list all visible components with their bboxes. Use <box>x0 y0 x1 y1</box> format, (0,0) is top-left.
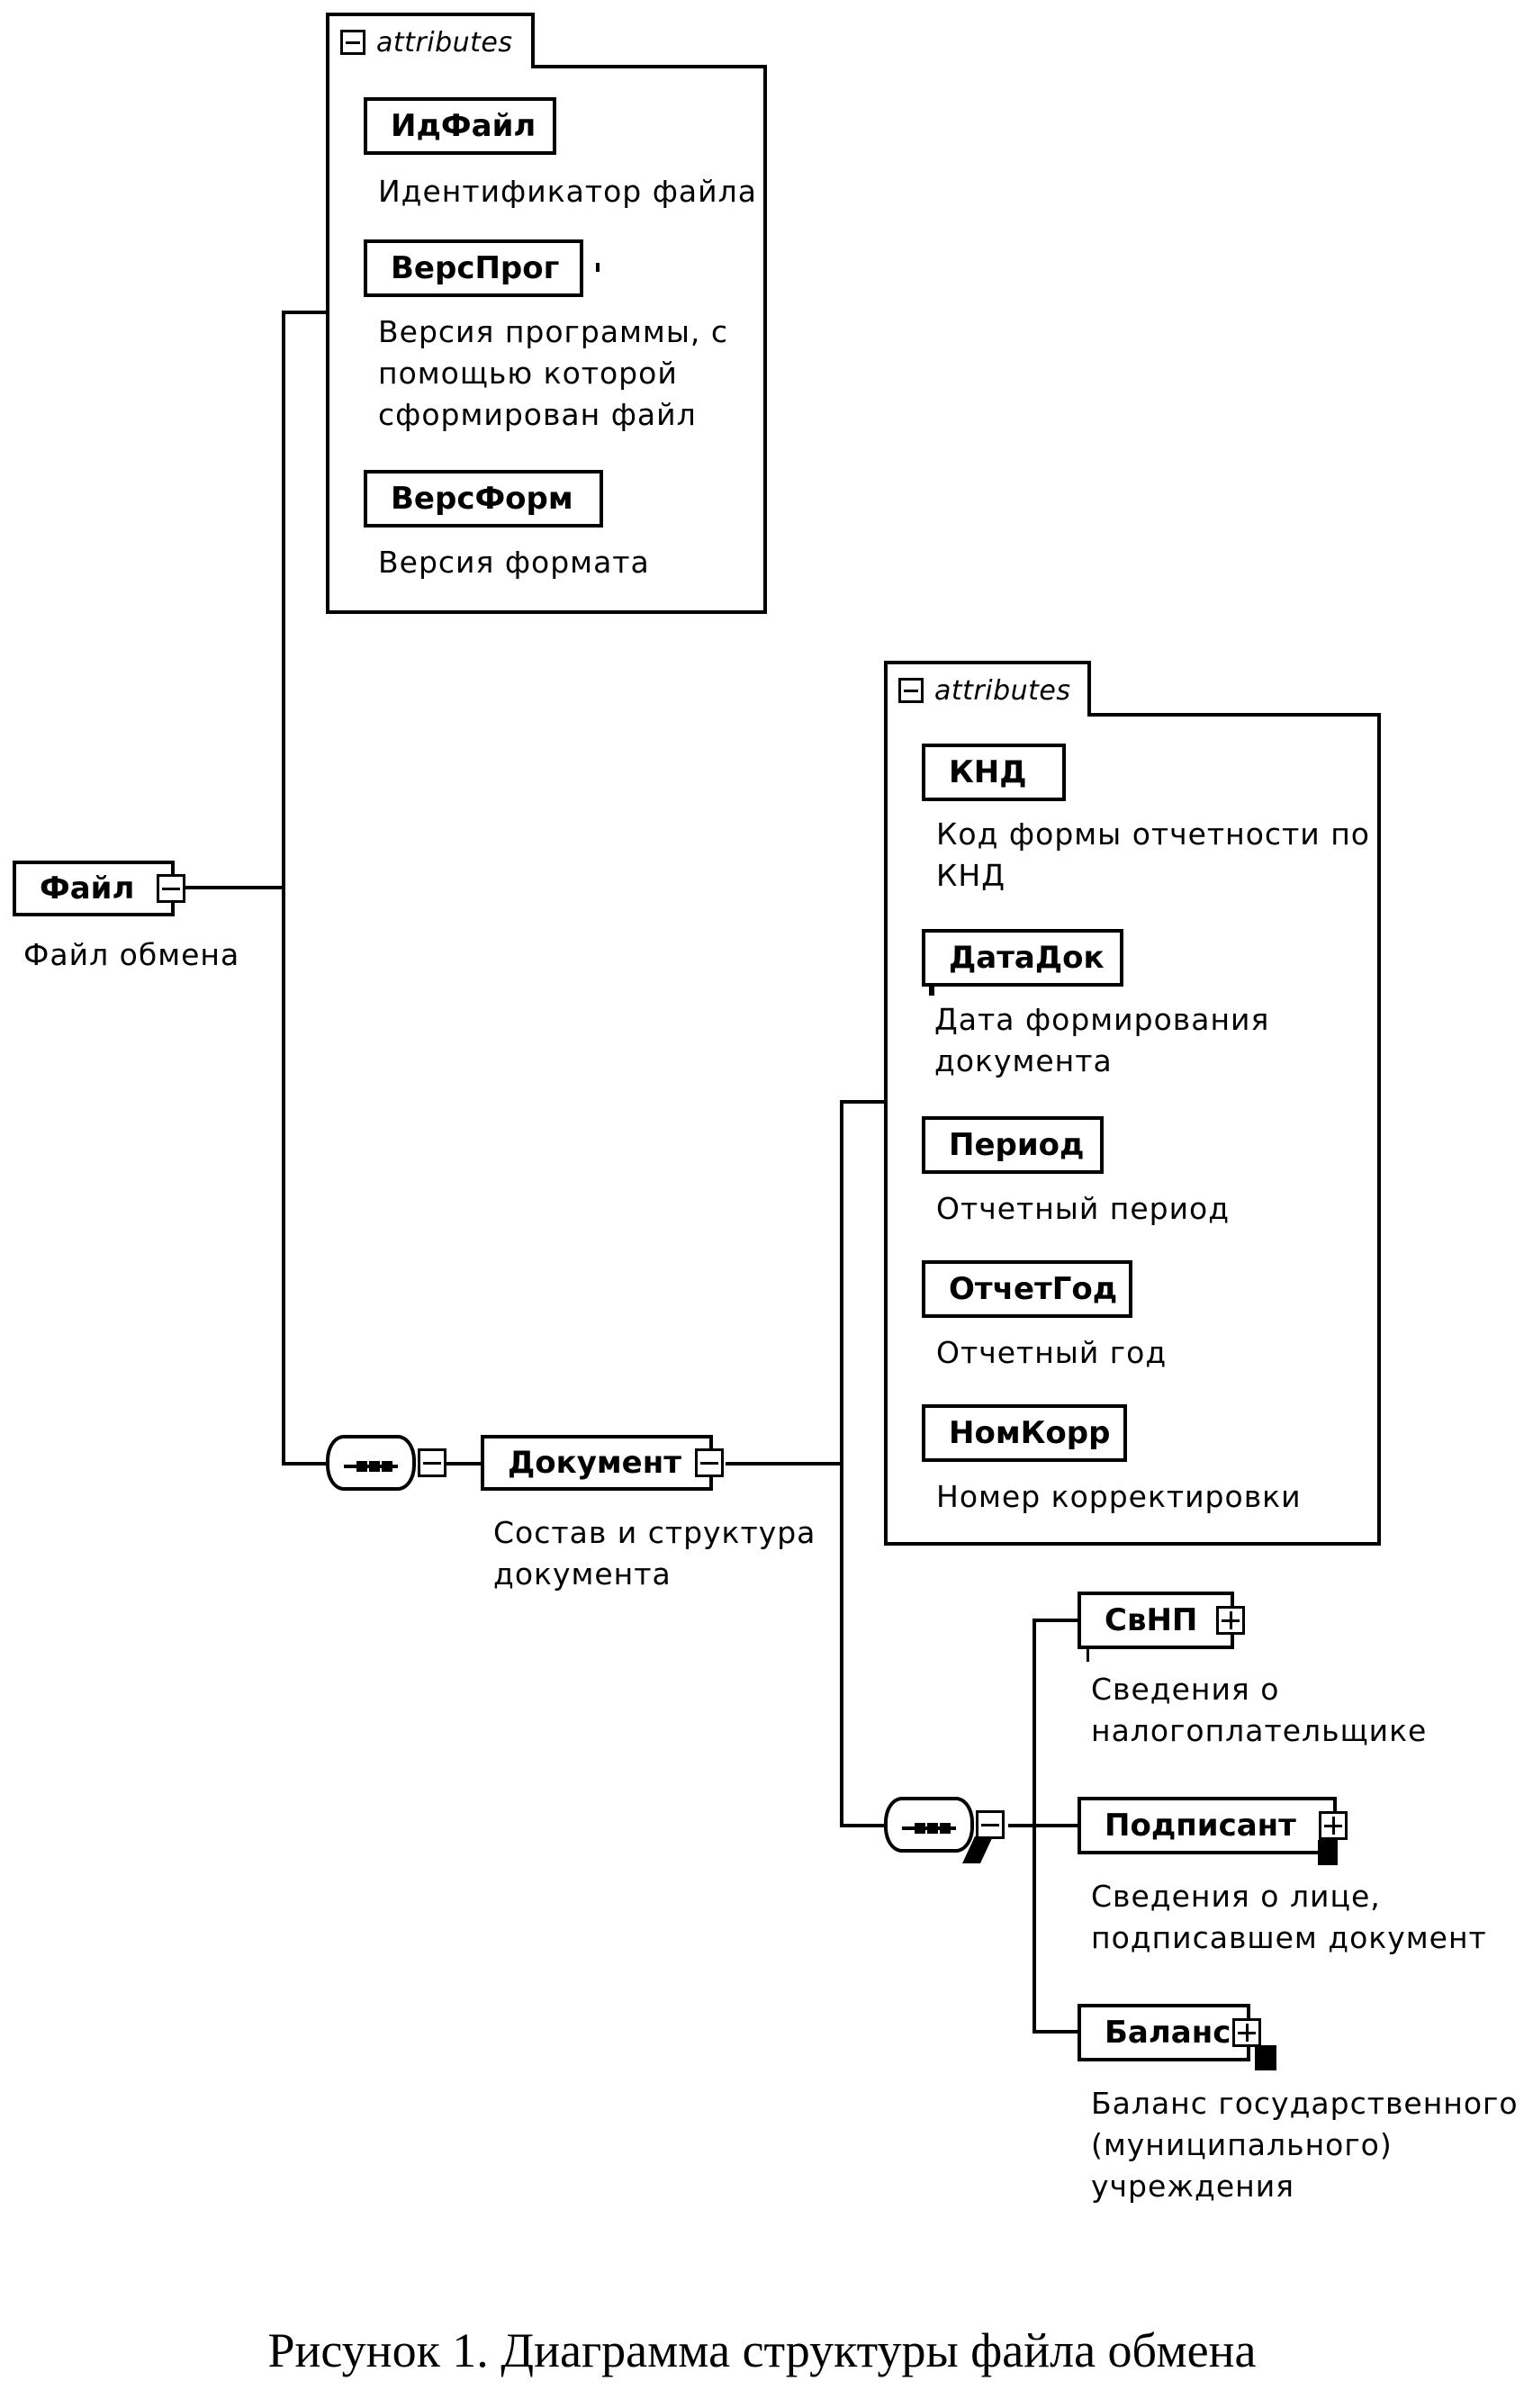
element-document[interactable]: Документ <box>481 1435 724 1491</box>
optional-marker-icon <box>596 263 600 272</box>
expand-icon[interactable] <box>1232 2018 1261 2047</box>
element-document-description: Состав и структура документа <box>493 1515 816 1592</box>
collapse-icon[interactable] <box>418 1448 446 1477</box>
element-svnp-label: СвНП <box>1105 1602 1198 1638</box>
figure-caption: Рисунок 1. Диаграмма структуры файла обм… <box>267 2323 1257 2377</box>
attribute-idfile[interactable]: ИдФайл <box>364 97 556 155</box>
attribute-period-description: Отчетный период <box>936 1191 1231 1226</box>
element-balans-label: Баланс <box>1105 2015 1231 2051</box>
sequence-compositor-1[interactable] <box>326 1435 446 1491</box>
connector-root-attributes <box>282 311 328 314</box>
element-root-file[interactable]: Файл <box>13 861 185 916</box>
attributes-tab-label: attributes <box>934 674 1071 707</box>
connector-document-attributes <box>840 1100 886 1104</box>
attribute-nomkorr[interactable]: НомКорр <box>922 1404 1127 1462</box>
connector-sequence-document <box>446 1462 482 1466</box>
connector-document-vertical <box>840 1100 843 1827</box>
collapse-icon[interactable] <box>340 30 365 55</box>
element-podpisant-description: Сведения о лице, подписавшем документ <box>1091 1879 1487 1955</box>
attribute-label: ДатаДок <box>949 940 1105 976</box>
multiplicity-marker-icon <box>1255 2045 1276 2070</box>
element-podpisant[interactable]: Подписант <box>1078 1797 1348 1854</box>
attribute-label: ВерсПрог <box>391 250 560 286</box>
attribute-period[interactable]: Период <box>922 1116 1104 1174</box>
expand-icon[interactable] <box>1319 1811 1348 1840</box>
multiplicity-marker-icon <box>1318 1840 1338 1865</box>
collapse-icon[interactable] <box>695 1448 724 1477</box>
element-document-label: Документ <box>508 1445 681 1481</box>
attribute-knd-description: Код формы отчетности по КНД <box>936 816 1370 893</box>
attribute-otchetgod[interactable]: ОтчетГод <box>922 1260 1132 1318</box>
attribute-versform[interactable]: ВерсФорм <box>364 470 603 528</box>
collapse-icon[interactable] <box>157 874 185 903</box>
element-root-file-description: Файл обмена <box>23 937 240 972</box>
attribute-label: КНД <box>949 754 1027 790</box>
attribute-versprog[interactable]: ВерсПрог <box>364 239 583 297</box>
attribute-label: ИдФайл <box>391 108 537 144</box>
sequence-compositor-2[interactable] <box>884 1797 1005 1853</box>
connector-root-sequence <box>282 1462 328 1466</box>
attribute-idfile-description: Идентификатор файла <box>378 174 757 209</box>
attributes-tab-document[interactable]: attributes <box>884 661 1091 717</box>
optional-marker-icon <box>929 987 934 996</box>
element-root-file-label: Файл <box>40 870 135 906</box>
expand-icon[interactable] <box>1216 1606 1245 1635</box>
element-balans-description: Баланс государственного (муниципального)… <box>1091 2086 1519 2204</box>
element-podpisant-label: Подписант <box>1105 1808 1296 1844</box>
attribute-knd[interactable]: КНД <box>922 744 1066 801</box>
collapse-icon[interactable] <box>976 1810 1005 1839</box>
connector-child-podpisant <box>1033 1824 1079 1827</box>
element-svnp-description: Сведения о налогоплательщике <box>1091 1672 1428 1748</box>
connector-child-balans <box>1033 2030 1079 2034</box>
connector-root-vertical <box>282 311 285 1466</box>
attributes-tab-label: attributes <box>376 26 513 59</box>
sequence-icon <box>326 1435 416 1491</box>
connector-root <box>174 886 285 889</box>
attribute-label: ОтчетГод <box>949 1271 1118 1307</box>
attribute-label: ВерсФорм <box>391 481 573 517</box>
attribute-datadok[interactable]: ДатаДок <box>922 929 1123 987</box>
attribute-label: Период <box>949 1127 1085 1163</box>
attribute-label: НомКорр <box>949 1415 1111 1451</box>
attribute-versform-description: Версия формата <box>378 545 650 580</box>
attribute-nomkorr-description: Номер корректировки <box>936 1479 1302 1514</box>
connector-child-svnp <box>1033 1619 1079 1622</box>
connector-document-sequence <box>840 1824 886 1827</box>
attribute-datadok-description: Дата формирования документа <box>934 1002 1270 1078</box>
attributes-group-document: attributes КНД Код формы отчетности по К… <box>884 661 1381 1546</box>
collapse-icon[interactable] <box>898 678 924 703</box>
element-svnp[interactable]: СвНП <box>1078 1592 1245 1649</box>
attribute-otchetgod-description: Отчетный год <box>936 1335 1168 1370</box>
attributes-group-root: attributes ИдФайл Идентификатор файла Ве… <box>326 13 767 614</box>
sequence-icon <box>884 1797 974 1853</box>
connector-document <box>726 1462 843 1466</box>
attribute-versprog-description: Версия программы, с помощью которой сфор… <box>378 314 729 432</box>
element-balans[interactable]: Баланс <box>1078 2004 1261 2061</box>
optional-marker-icon <box>1087 1649 1089 1662</box>
attributes-tab-root[interactable]: attributes <box>326 13 535 68</box>
